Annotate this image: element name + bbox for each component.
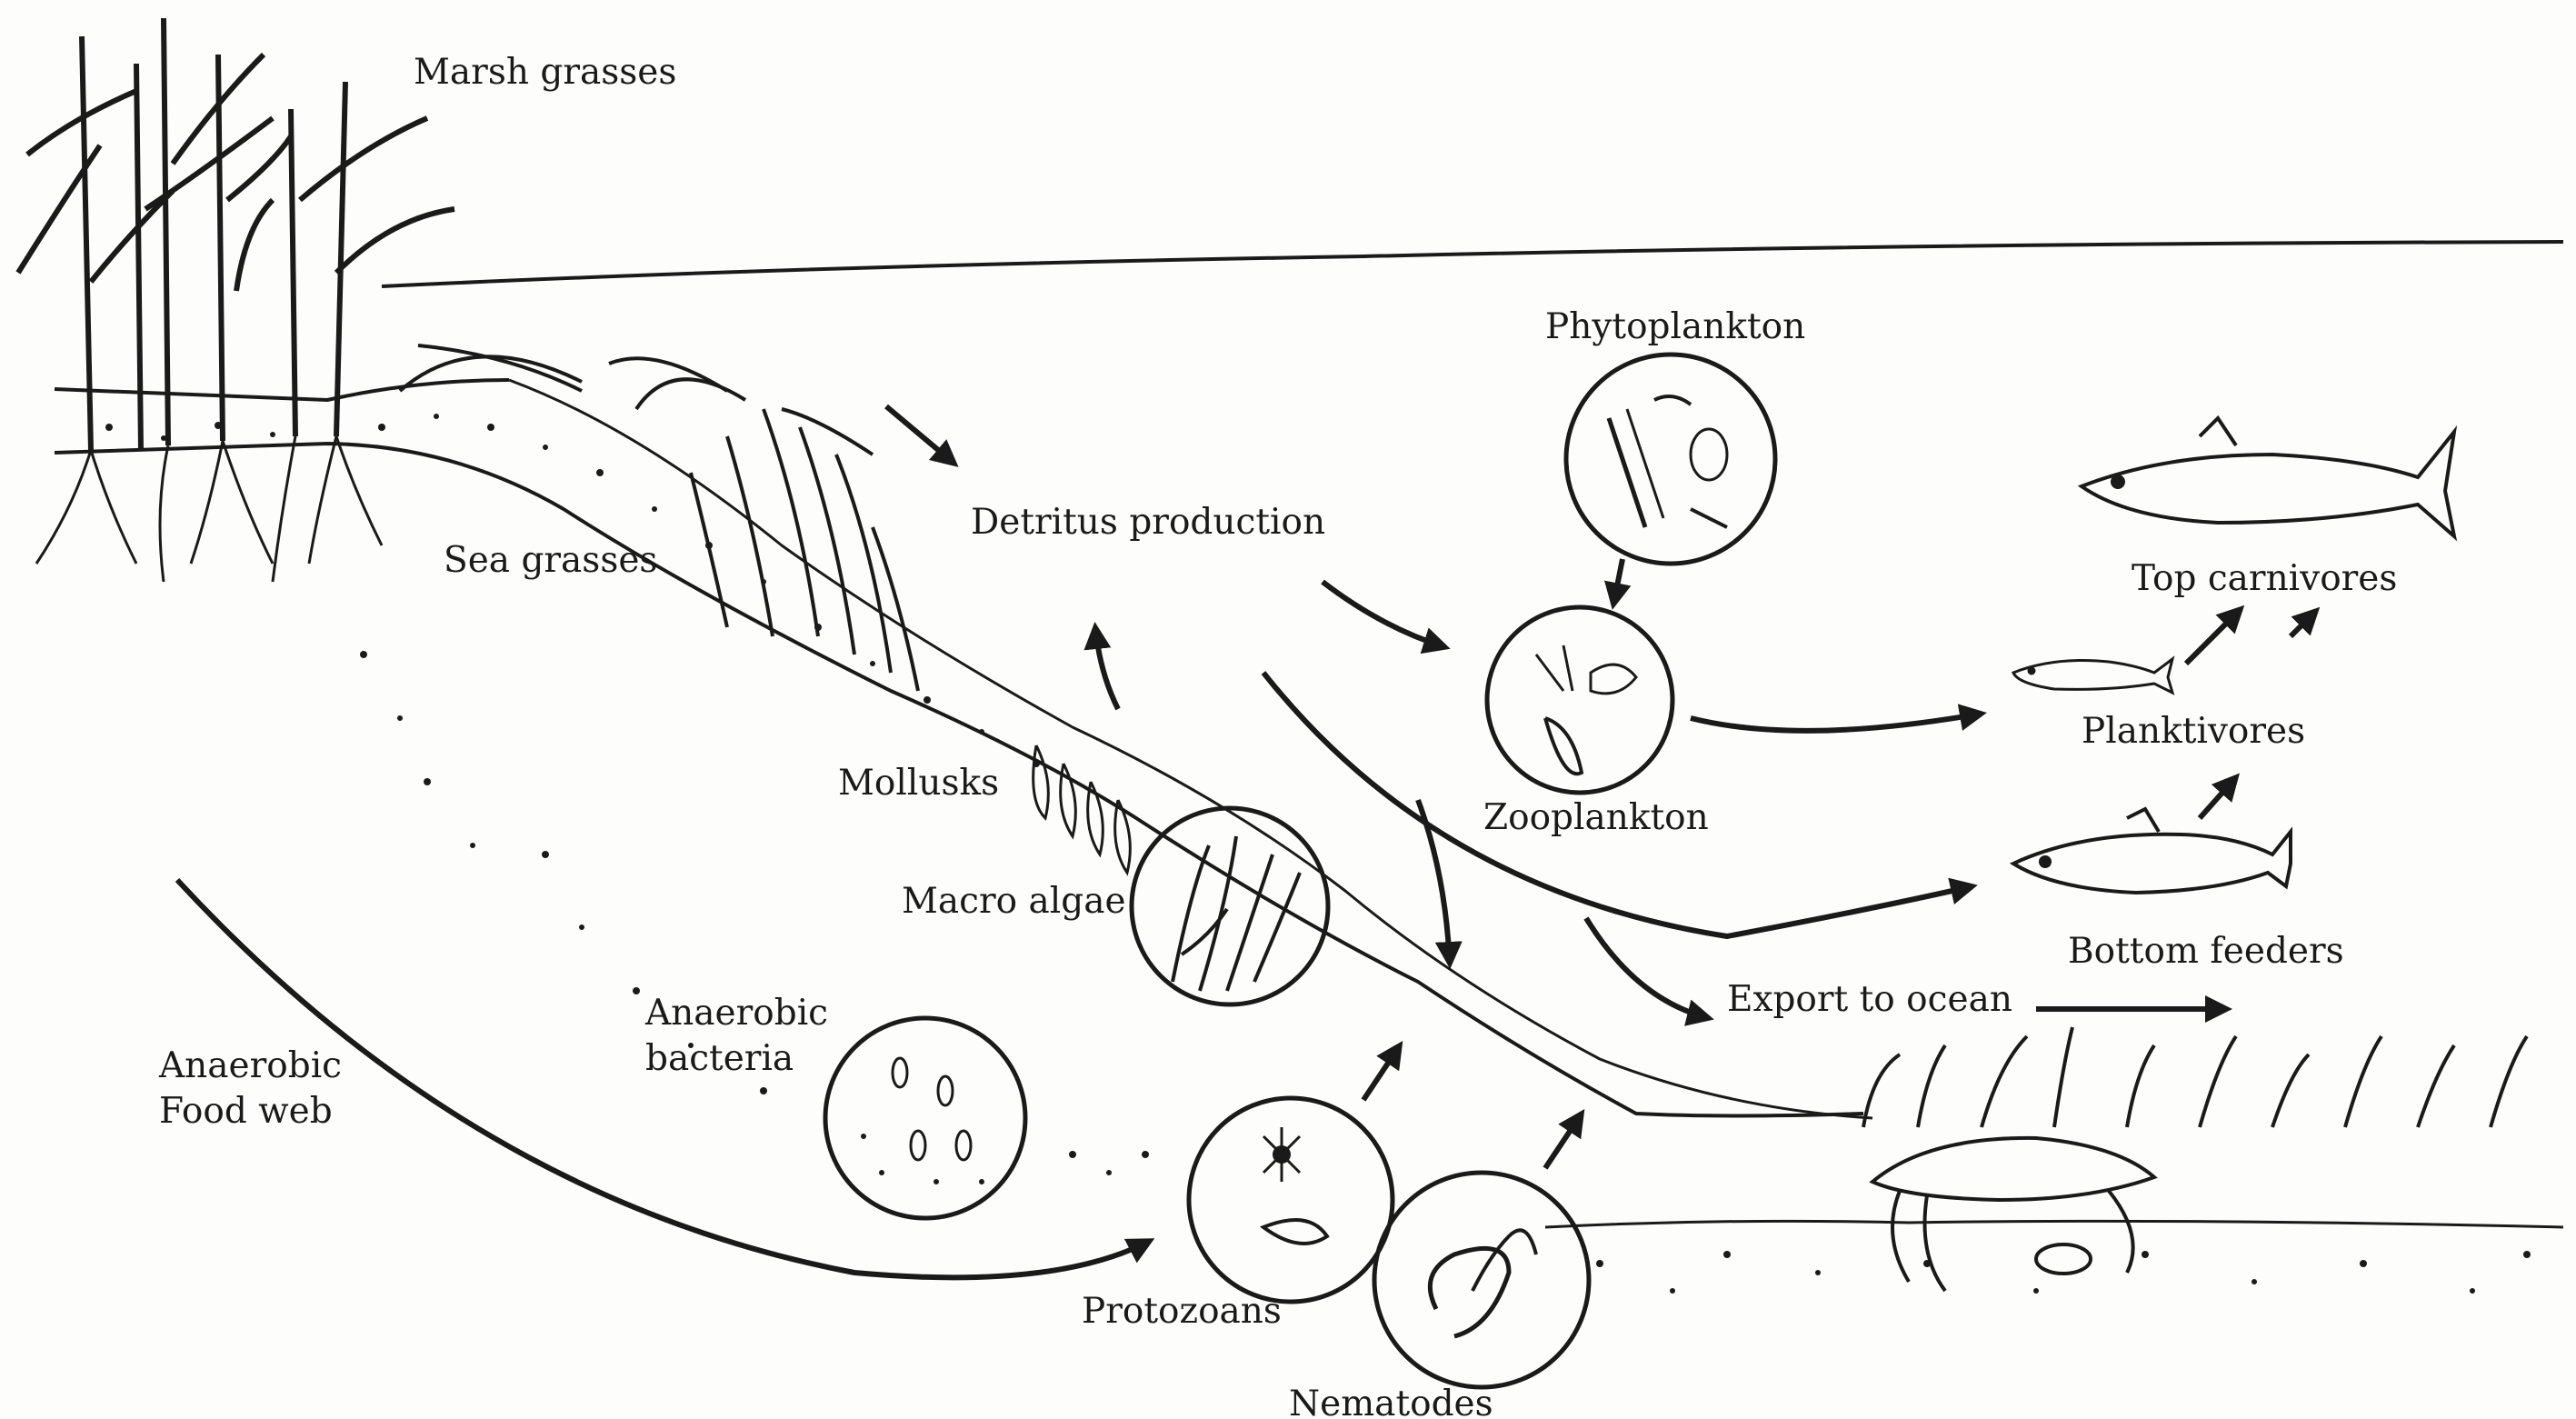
label-phytoplankton: Phytoplankton — [1545, 305, 1805, 350]
marsh-grass-roots — [36, 436, 382, 582]
arrow-to-export — [1586, 918, 1709, 1018]
arrow-detritus-to-zooplankton — [1323, 582, 1445, 647]
label-anaerobic-food-web: Anaerobic Food web — [159, 1044, 342, 1134]
label-top-carnivores: Top carnivores — [2132, 556, 2397, 602]
label-planktivores: Planktivores — [2082, 709, 2305, 754]
phytoplankton-circle — [1566, 355, 1775, 564]
seabed-line — [1545, 1221, 2563, 1227]
label-anaerobic-bacteria-line1: Anaerobic — [645, 991, 828, 1036]
sea-grass-blades — [400, 345, 918, 691]
label-bottom-feeders: Bottom feeders — [2068, 929, 2344, 974]
label-marsh-grasses: Marsh grasses — [414, 50, 676, 95]
arrow-planktivores-to-top-2 — [2291, 611, 2316, 636]
label-export-to-ocean: Export to ocean — [1727, 977, 2012, 1023]
mollusks-drawing — [1033, 745, 1131, 873]
seabed-grasses — [1863, 1027, 2527, 1127]
protozoans-circle — [1189, 1098, 1393, 1302]
label-protozoans: Protozoans — [1082, 1289, 1282, 1334]
planktivore-fish — [2013, 659, 2172, 693]
label-mollusks: Mollusks — [838, 761, 999, 806]
nematodes-circle — [1374, 1173, 1589, 1387]
label-anaerobic-food-web-line1: Anaerobic — [159, 1044, 342, 1089]
zooplankton-circle — [1487, 607, 1672, 793]
label-anaerobic-bacteria: Anaerobic bacteria — [645, 991, 828, 1082]
macro-algae-circle — [1132, 808, 1328, 1004]
arrow-zoo-to-planktivores — [1691, 714, 1982, 731]
marsh-grass-stems — [18, 18, 454, 450]
label-anaerobic-bacteria-line2: bacteria — [645, 1036, 828, 1082]
arrow-phyto-to-zoo — [1613, 559, 1622, 605]
bottom-feeder-fish — [2013, 809, 2291, 893]
arrow-detritus-down — [1418, 800, 1450, 964]
anaerobic-bacteria-circle — [825, 1018, 1025, 1218]
arrow-planktivores-to-top — [2186, 609, 2241, 664]
label-nematodes: Nematodes — [1289, 1382, 1493, 1419]
arrow-bottom-to-planktivores — [2200, 777, 2236, 818]
label-detritus-production: Detritus production — [971, 500, 1325, 545]
marsh-bank — [55, 380, 1872, 1118]
water-surface-line — [382, 242, 2563, 286]
arrow-nematodes-up — [1545, 1114, 1582, 1168]
label-anaerobic-food-web-line2: Food web — [159, 1089, 342, 1134]
arrow-to-detritus-up — [1095, 627, 1118, 709]
arrow-seagrass-to-detritus — [886, 406, 954, 464]
arrow-protozoans-to-macroalgae — [1363, 1045, 1400, 1100]
label-zooplankton: Zooplankton — [1483, 795, 1709, 841]
label-sea-grasses: Sea grasses — [444, 538, 657, 584]
label-macro-algae: Macro algae — [902, 879, 1126, 924]
crab-drawing — [1872, 1138, 2154, 1291]
top-carnivore-fish — [2082, 418, 2454, 536]
